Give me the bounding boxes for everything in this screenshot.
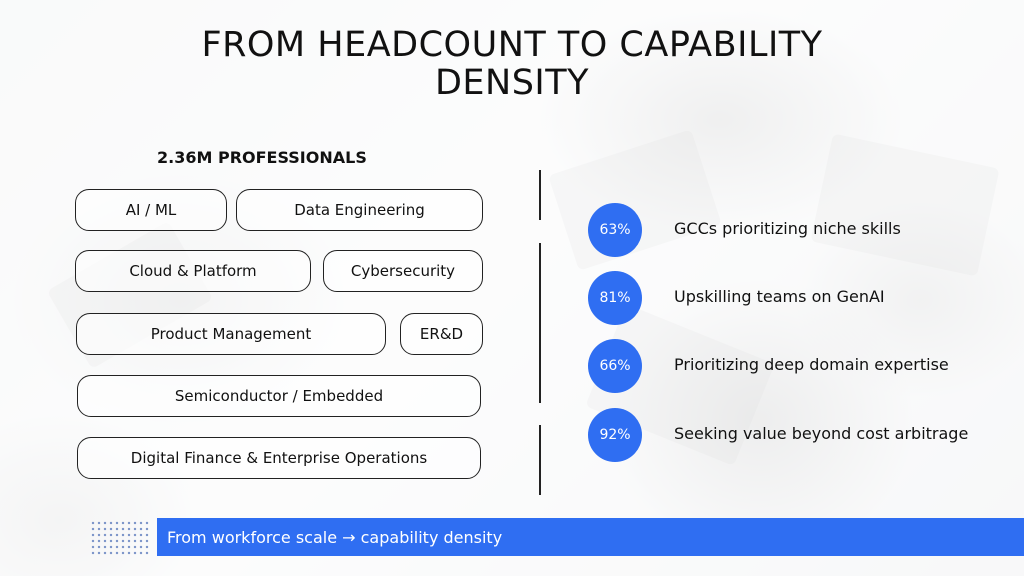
skill-pill-cloud-platform: Cloud & Platform bbox=[75, 250, 311, 292]
stat-label: Seeking value beyond cost arbitrage bbox=[674, 424, 969, 443]
skill-pill-erd: ER&D bbox=[400, 313, 483, 355]
stat-row: 63% GCCs prioritizing niche skills bbox=[588, 203, 1008, 259]
vertical-divider bbox=[539, 170, 541, 220]
dot-pattern-decoration bbox=[90, 520, 150, 556]
slide-title: FROM HEADCOUNT TO CAPABILITY DENSITY bbox=[0, 26, 1024, 102]
stat-label: Upskilling teams on GenAI bbox=[674, 287, 885, 306]
banner-text: From workforce scale → capability densit… bbox=[167, 527, 503, 547]
professionals-heading: 2.36M PROFESSIONALS bbox=[157, 148, 367, 167]
stat-circle: 63% bbox=[588, 203, 642, 257]
skill-pill-ai-ml: AI / ML bbox=[75, 189, 227, 231]
bottom-banner: From workforce scale → capability densit… bbox=[157, 518, 1024, 556]
slide-title-line-2: DENSITY bbox=[434, 63, 590, 103]
skill-pill-data-engineering: Data Engineering bbox=[236, 189, 483, 231]
stat-circle: 81% bbox=[588, 271, 642, 325]
stat-label: Prioritizing deep domain expertise bbox=[674, 355, 949, 374]
vertical-divider bbox=[539, 425, 541, 495]
slide-title-line-1: FROM HEADCOUNT TO CAPABILITY bbox=[201, 25, 823, 65]
skill-pill-product-management: Product Management bbox=[76, 313, 386, 355]
stat-circle: 92% bbox=[588, 408, 642, 462]
skill-pill-cybersecurity: Cybersecurity bbox=[323, 250, 483, 292]
stat-label: GCCs prioritizing niche skills bbox=[674, 219, 901, 238]
stat-row: 81% Upskilling teams on GenAI bbox=[588, 271, 1008, 327]
stat-row: 66% Prioritizing deep domain expertise bbox=[588, 339, 1008, 395]
vertical-divider bbox=[539, 243, 541, 403]
stat-circle: 66% bbox=[588, 339, 642, 393]
skill-pill-digital-finance: Digital Finance & Enterprise Operations bbox=[77, 437, 481, 479]
skill-pill-semiconductor-embedded: Semiconductor / Embedded bbox=[77, 375, 481, 417]
stat-row: 92% Seeking value beyond cost arbitrage bbox=[588, 408, 1008, 464]
